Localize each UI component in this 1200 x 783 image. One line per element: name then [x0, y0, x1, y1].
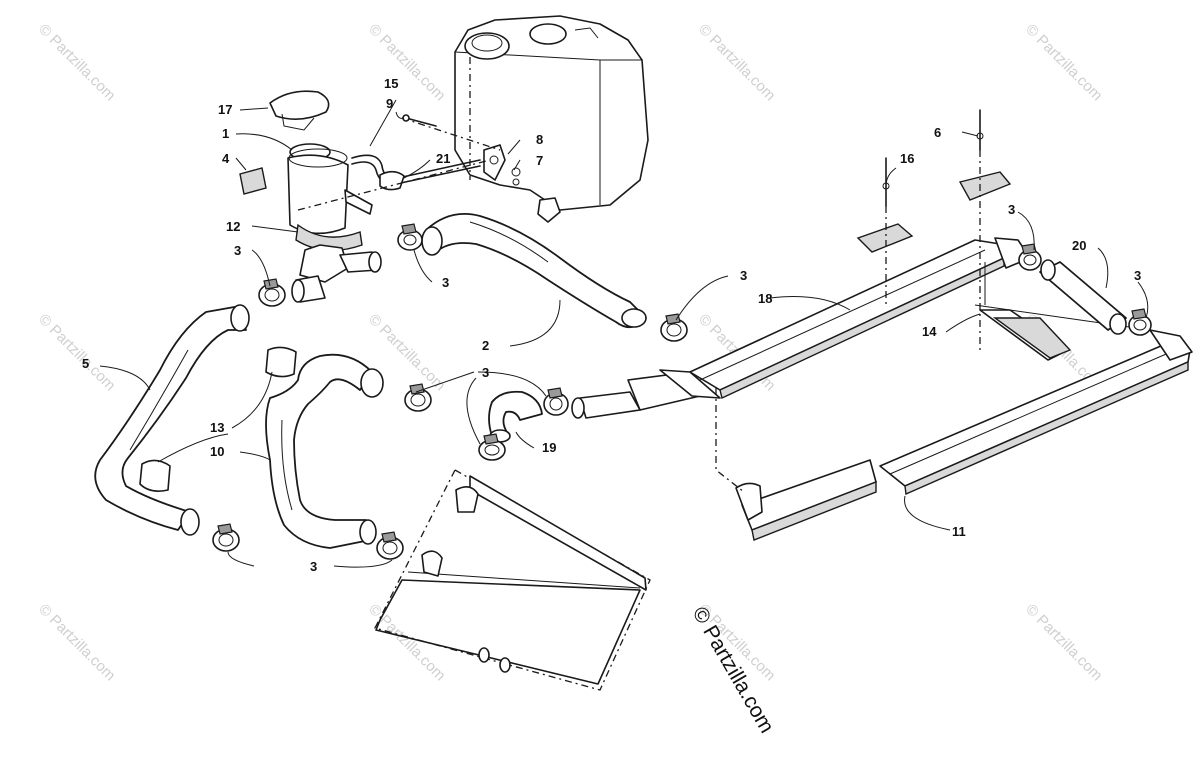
callout-3e: 3 — [310, 559, 317, 574]
coolant-hose-front — [421, 212, 647, 328]
hose-clamps — [212, 114, 1152, 560]
lower-plate — [979, 309, 1072, 361]
callouts: 17 1 4 12 3 15 9 8 7 21 3 2 3 5 13 10 3 … — [82, 76, 1141, 574]
front-heat-exchanger — [735, 459, 877, 541]
callout-10: 10 — [210, 444, 224, 459]
leader-lines — [99, 99, 1149, 568]
callout-3a: 3 — [234, 243, 241, 258]
callout-20: 20 — [1072, 238, 1086, 253]
callout-11: 11 — [952, 524, 966, 539]
callout-3b: 3 — [442, 275, 449, 290]
oil-tank — [454, 15, 649, 223]
watermark: © Partzilla.com — [35, 21, 118, 104]
callout-19: 19 — [542, 440, 556, 455]
watermark: © Partzilla.com — [365, 21, 448, 104]
callout-18: 18 — [758, 291, 772, 306]
callout-5: 5 — [82, 356, 89, 371]
watermark: © Partzilla.com — [365, 601, 448, 684]
well-nut — [958, 171, 1012, 201]
callout-13: 13 — [210, 420, 224, 435]
hose-clamp — [478, 433, 506, 461]
hose-clamp — [212, 523, 240, 552]
watermark: © Partzilla.com — [35, 601, 118, 684]
callout-4: 4 — [222, 151, 230, 166]
routing-line — [297, 159, 491, 211]
decal — [239, 167, 267, 195]
watermark: © Partzilla.com — [695, 21, 778, 104]
callout-15: 15 — [384, 76, 398, 91]
callout-3f: 3 — [1008, 202, 1015, 217]
hose-clamp — [404, 383, 432, 412]
callout-14: 14 — [922, 324, 937, 339]
hose-clamp — [660, 313, 688, 342]
callout-7: 7 — [536, 153, 543, 168]
callout-1: 1 — [222, 126, 229, 141]
coolant-hose-rear — [1039, 259, 1127, 335]
callout-3d: 3 — [482, 365, 489, 380]
hose-clamp — [1128, 308, 1152, 336]
expansion-tank — [239, 90, 481, 303]
callout-2: 2 — [482, 338, 489, 353]
callout-8: 8 — [536, 132, 543, 147]
callout-21: 21 — [436, 151, 450, 166]
callout-12: 12 — [226, 219, 240, 234]
radiator-cap — [269, 90, 330, 120]
heat-exchanger-right — [879, 262, 1193, 496]
hose-elbow — [488, 390, 543, 443]
watermark: © Partzilla.com — [1022, 21, 1105, 104]
hose-clamp — [258, 278, 286, 307]
callout-3c: 3 — [740, 268, 747, 283]
callout-17: 17 — [218, 102, 232, 117]
callout-9: 9 — [386, 96, 393, 111]
mounting-hardware — [715, 109, 1012, 493]
well-nut — [856, 223, 914, 253]
callout-6: 6 — [934, 125, 941, 140]
watermark: © Partzilla.com — [35, 311, 118, 394]
hose-clamp — [543, 387, 569, 416]
watermark: © Partzilla.com — [1022, 601, 1105, 684]
callout-3g: 3 — [1134, 268, 1141, 283]
coolant-hose-engine — [265, 353, 384, 549]
hose-clamp — [1018, 243, 1042, 271]
routing-line — [401, 117, 501, 151]
coolant-hose-lower — [94, 304, 250, 536]
hose-clamp — [376, 531, 404, 560]
hose-clamp — [397, 223, 423, 251]
callout-16: 16 — [900, 151, 914, 166]
radiator-shroud — [374, 469, 651, 691]
